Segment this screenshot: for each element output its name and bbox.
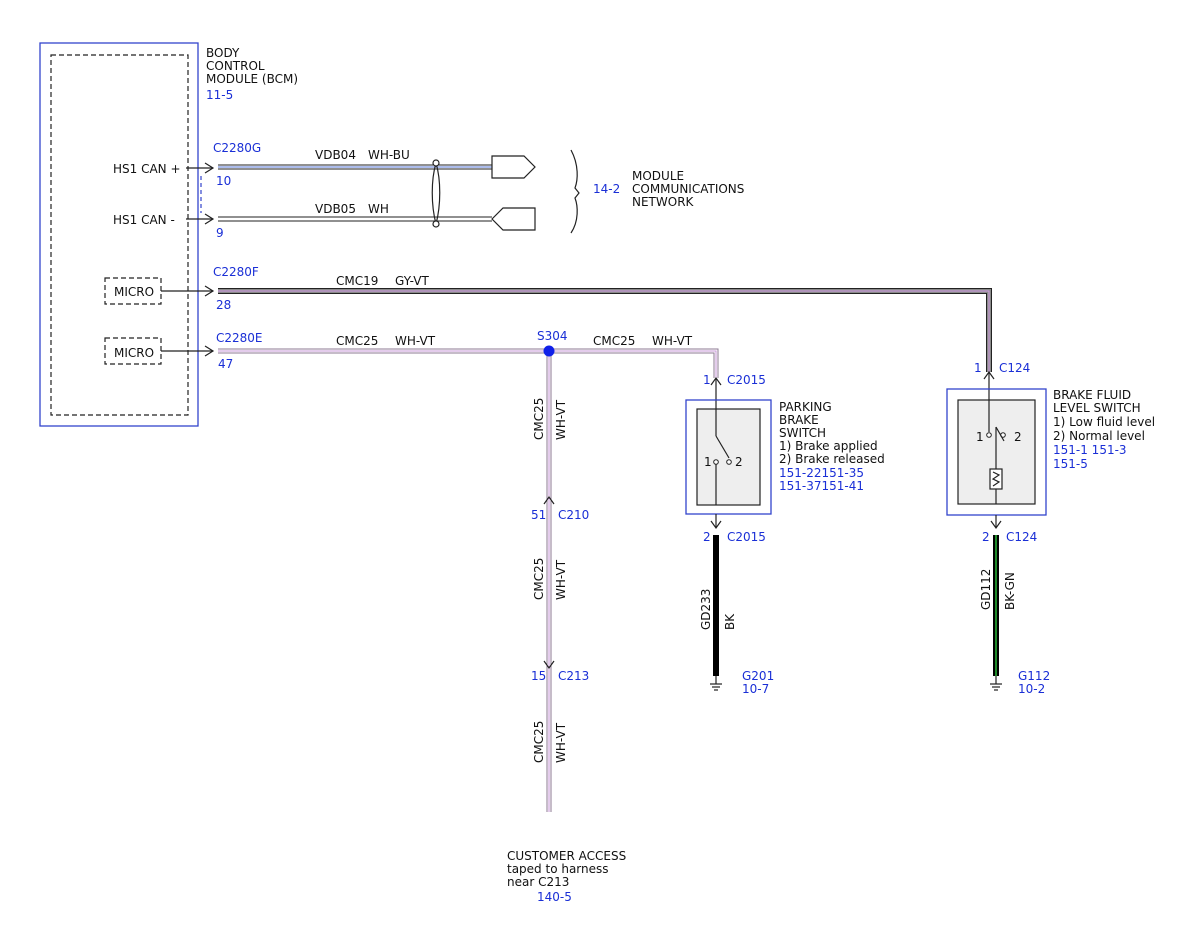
- wire-cmc25-v3-color: WH-VT: [554, 722, 568, 763]
- wire-cmc25-b-color: WH-VT: [652, 334, 693, 348]
- ground-g201-ref[interactable]: 10-7: [742, 682, 769, 696]
- wire-cmc19[interactable]: [218, 288, 992, 372]
- pin-10: 10: [216, 174, 231, 188]
- parking-brake-switch[interactable]: [685, 399, 772, 515]
- ground-g201[interactable]: G201: [742, 669, 774, 683]
- fluid-switch-pos-2: 2: [1014, 430, 1022, 444]
- customer-access-line-1: CUSTOMER ACCESS: [507, 849, 626, 863]
- wire-cmc25-v2-circuit: CMC25: [532, 558, 546, 600]
- customer-access-line-3: near C213: [507, 875, 569, 889]
- micro-label-1: MICRO: [114, 285, 154, 299]
- splice-s304-dot[interactable]: [543, 345, 555, 357]
- wire-vdb05-color: WH: [368, 202, 389, 216]
- wire-cmc19-color: GY-VT: [395, 274, 429, 288]
- wire-cmc25-v1-circuit: CMC25: [532, 398, 546, 440]
- brake-fluid-level-switch[interactable]: [946, 388, 1047, 516]
- wire-vdb05-circuit: VDB05: [315, 202, 356, 216]
- network-label-line-3: NETWORK: [632, 195, 695, 209]
- connector-c213-pin: 15: [531, 669, 546, 683]
- connector-c124-bottom-pin: 2: [982, 530, 990, 544]
- bcm-ref[interactable]: 11-5: [206, 88, 233, 102]
- connector-c213[interactable]: C213: [558, 669, 589, 683]
- customer-access-ref[interactable]: 140-5: [537, 890, 572, 904]
- network-ref[interactable]: 14-2: [593, 182, 620, 196]
- connector-c2015-top-pin: 1: [703, 373, 711, 387]
- parking-switch-pos-1: 1: [704, 455, 712, 469]
- parking-switch-label-line-1: PARKING: [779, 400, 832, 414]
- body-control-module[interactable]: [39, 42, 199, 427]
- connector-c2015-bottom-pin: 2: [703, 530, 711, 544]
- parking-switch-label-line-2: BRAKE: [779, 413, 819, 427]
- wire-cmc25-v3-circuit: CMC25: [532, 721, 546, 763]
- fluid-switch-ref-1[interactable]: 151-1 151-3: [1053, 443, 1127, 457]
- pin-label-hs1-can-minus: HS1 CAN -: [113, 213, 175, 227]
- pin-9: 9: [216, 226, 224, 240]
- micro-box-2: [104, 337, 162, 365]
- network-connector-tab-bottom: [491, 207, 536, 231]
- bcm-title-line-3: MODULE (BCM): [206, 72, 298, 86]
- bcm-outline: [39, 42, 199, 427]
- connector-c124-top-pin: 1: [974, 361, 982, 375]
- bcm-pin-leads: [161, 162, 215, 357]
- connector-c124-bottom-arrow: [990, 520, 1002, 530]
- fluid-switch-ref-2[interactable]: 151-5: [1053, 457, 1088, 471]
- wire-cmc19-circuit: CMC19: [336, 274, 378, 288]
- customer-access-line-2: taped to harness: [507, 862, 609, 876]
- connector-c2015-bottom[interactable]: C2015: [727, 530, 766, 544]
- pin-28: 28: [216, 298, 231, 312]
- wire-cmc25-horizontal[interactable]: [218, 348, 719, 378]
- micro-label-2: MICRO: [114, 346, 154, 360]
- network-connector-tab-top: [491, 155, 536, 179]
- pin-label-hs1-can-plus: HS1 CAN +: [113, 162, 181, 176]
- twist-symbol: [431, 159, 441, 228]
- connector-c2280e[interactable]: C2280E: [216, 331, 263, 345]
- fluid-switch-label-line-4: 2) Normal level: [1053, 429, 1145, 443]
- wire-cmc25-v2-color: WH-VT: [554, 559, 568, 600]
- ground-g201-symbol: [710, 676, 722, 691]
- fluid-switch-pos-1: 1: [976, 430, 984, 444]
- network-brace: [570, 149, 580, 234]
- wire-gd112-color: BK-GN: [1003, 572, 1017, 610]
- connector-c2280f[interactable]: C2280F: [213, 265, 259, 279]
- wire-cmc25-b-circuit: CMC25: [593, 334, 635, 348]
- connector-c124-bottom[interactable]: C124: [1006, 530, 1037, 544]
- connector-c2015-top[interactable]: C2015: [727, 373, 766, 387]
- network-label-line-2: COMMUNICATIONS: [632, 182, 744, 196]
- parking-switch-label-line-4: 1) Brake applied: [779, 439, 878, 453]
- connector-c124-top[interactable]: C124: [999, 361, 1030, 375]
- fluid-switch-label-line-3: 1) Low fluid level: [1053, 415, 1155, 429]
- parking-switch-ref-1[interactable]: 151-22151-35: [779, 466, 864, 480]
- connector-c210[interactable]: C210: [558, 508, 589, 522]
- parking-switch-outline: [685, 399, 772, 515]
- wire-cmc25-a-circuit: CMC25: [336, 334, 378, 348]
- wire-cmc25-a-color: WH-VT: [395, 334, 436, 348]
- pin-47: 47: [218, 357, 233, 371]
- wire-gd233-color: BK: [723, 613, 737, 630]
- bcm-title-line-2: CONTROL: [206, 59, 265, 73]
- wire-vdb04-circuit: VDB04: [315, 148, 356, 162]
- parking-switch-label-line-5: 2) Brake released: [779, 452, 885, 466]
- wire-cmc25-v1-color: WH-VT: [554, 399, 568, 440]
- micro-box-1: [104, 277, 162, 305]
- connector-c210-pin: 51: [531, 508, 546, 522]
- ground-g112[interactable]: G112: [1018, 669, 1050, 683]
- ground-g112-ref[interactable]: 10-2: [1018, 682, 1045, 696]
- parking-switch-label-line-3: SWITCH: [779, 426, 826, 440]
- connector-c213-arrow: [543, 660, 555, 670]
- ground-g112-symbol: [990, 676, 1002, 691]
- wire-gd112-circuit: GD112: [979, 569, 993, 610]
- connector-c2015-bottom-arrow: [710, 520, 722, 530]
- wire-vdb04-color: WH-BU: [368, 148, 410, 162]
- connector-c2280g[interactable]: C2280G: [213, 141, 261, 155]
- bcm-title-line-1: BODY: [206, 46, 240, 60]
- splice-s304[interactable]: S304: [537, 329, 568, 343]
- fluid-switch-label-line-2: LEVEL SWITCH: [1053, 401, 1141, 415]
- fluid-switch-label-line-1: BRAKE FLUID: [1053, 388, 1131, 402]
- parking-switch-ref-2[interactable]: 151-37151-41: [779, 479, 864, 493]
- wire-gd233-circuit: GD233: [699, 589, 713, 630]
- connector-c210-arrow: [543, 495, 555, 505]
- parking-switch-pos-2: 2: [735, 455, 743, 469]
- network-label-line-1: MODULE: [632, 169, 684, 183]
